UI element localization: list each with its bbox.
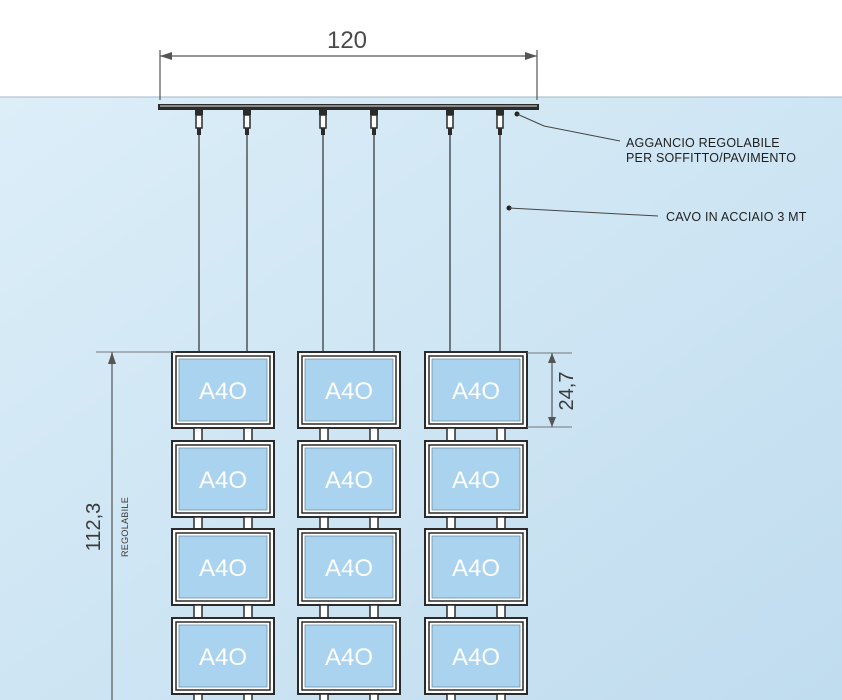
top-dimension: 120	[159, 27, 538, 100]
top-rail	[158, 104, 539, 110]
panel-label: A4O	[199, 378, 247, 405]
panel-connector	[243, 427, 253, 442]
display-panel: A4O	[171, 528, 275, 606]
ceiling-hook	[496, 110, 504, 135]
ceiling-hook	[446, 110, 454, 135]
height-dimension-label: 112,3	[83, 503, 105, 552]
panel-label: A4O	[452, 555, 500, 582]
panel-connector	[496, 427, 506, 442]
panel-label: A4O	[325, 467, 373, 494]
display-panel: A4O	[171, 617, 275, 695]
display-panel: A4O	[424, 440, 528, 518]
cable-callout-label: CAVO IN ACCIAIO 3 MT	[666, 210, 807, 224]
panel-connector	[369, 693, 379, 700]
top-dimension-label: 120	[327, 27, 367, 54]
display-panel: A4O	[424, 617, 528, 695]
panel-connector	[496, 604, 506, 619]
panel-label: A4O	[199, 644, 247, 671]
panel-connector	[319, 427, 329, 442]
panel-grid: A4O A4O A4O A4O A4O A4O A4O A4O A4O A4O A4O A4O	[171, 351, 528, 700]
panel-label: A4O	[452, 378, 500, 405]
display-panel: A4O	[297, 351, 401, 429]
panel-connector	[369, 604, 379, 619]
wall-background	[0, 97, 842, 700]
panel-connector	[319, 604, 329, 619]
panel-connector	[193, 604, 203, 619]
hook-callout-line2: PER SOFFITTO/PAVIMENTO	[626, 151, 796, 165]
height-dimension-note: REGOLABILE	[120, 497, 130, 557]
hook-callout: AGGANCIO REGOLABILE PER SOFFITTO/PAVIMEN…	[514, 111, 796, 165]
panel-connector	[193, 693, 203, 700]
panel-connector	[319, 693, 329, 700]
panel-connector	[446, 427, 456, 442]
panel-label: A4O	[325, 644, 373, 671]
ceiling-hook	[243, 110, 251, 135]
panel-connector	[446, 693, 456, 700]
panel-connector	[496, 693, 506, 700]
panel-connector	[243, 604, 253, 619]
display-panel: A4O	[424, 528, 528, 606]
panel-label: A4O	[325, 378, 373, 405]
panel-connector	[243, 693, 253, 700]
panel-label: A4O	[452, 467, 500, 494]
height-dimension: 112,3 REGOLABILE	[83, 351, 176, 700]
panel-connector	[369, 427, 379, 442]
panel-label: A4O	[452, 644, 500, 671]
panel-label: A4O	[325, 555, 373, 582]
panel-label: A4O	[199, 555, 247, 582]
display-panel: A4O	[171, 351, 275, 429]
cable-callout: CAVO IN ACCIAIO 3 MT	[506, 205, 807, 224]
display-panel: A4O	[297, 617, 401, 695]
panel-height-label: 24,7	[556, 372, 578, 411]
panel-height-dimension: 24,7	[527, 352, 578, 428]
display-panel: A4O	[424, 351, 528, 429]
display-panel: A4O	[297, 440, 401, 518]
panel-connector	[193, 427, 203, 442]
ceiling-hook	[370, 110, 378, 135]
display-panel: A4O	[297, 528, 401, 606]
hook-callout-line1: AGGANCIO REGOLABILE	[626, 136, 780, 150]
panel-connector	[446, 604, 456, 619]
ceiling-hook	[195, 110, 203, 135]
panel-label: A4O	[199, 467, 247, 494]
ceiling-hook	[319, 110, 327, 135]
display-panel: A4O	[171, 440, 275, 518]
